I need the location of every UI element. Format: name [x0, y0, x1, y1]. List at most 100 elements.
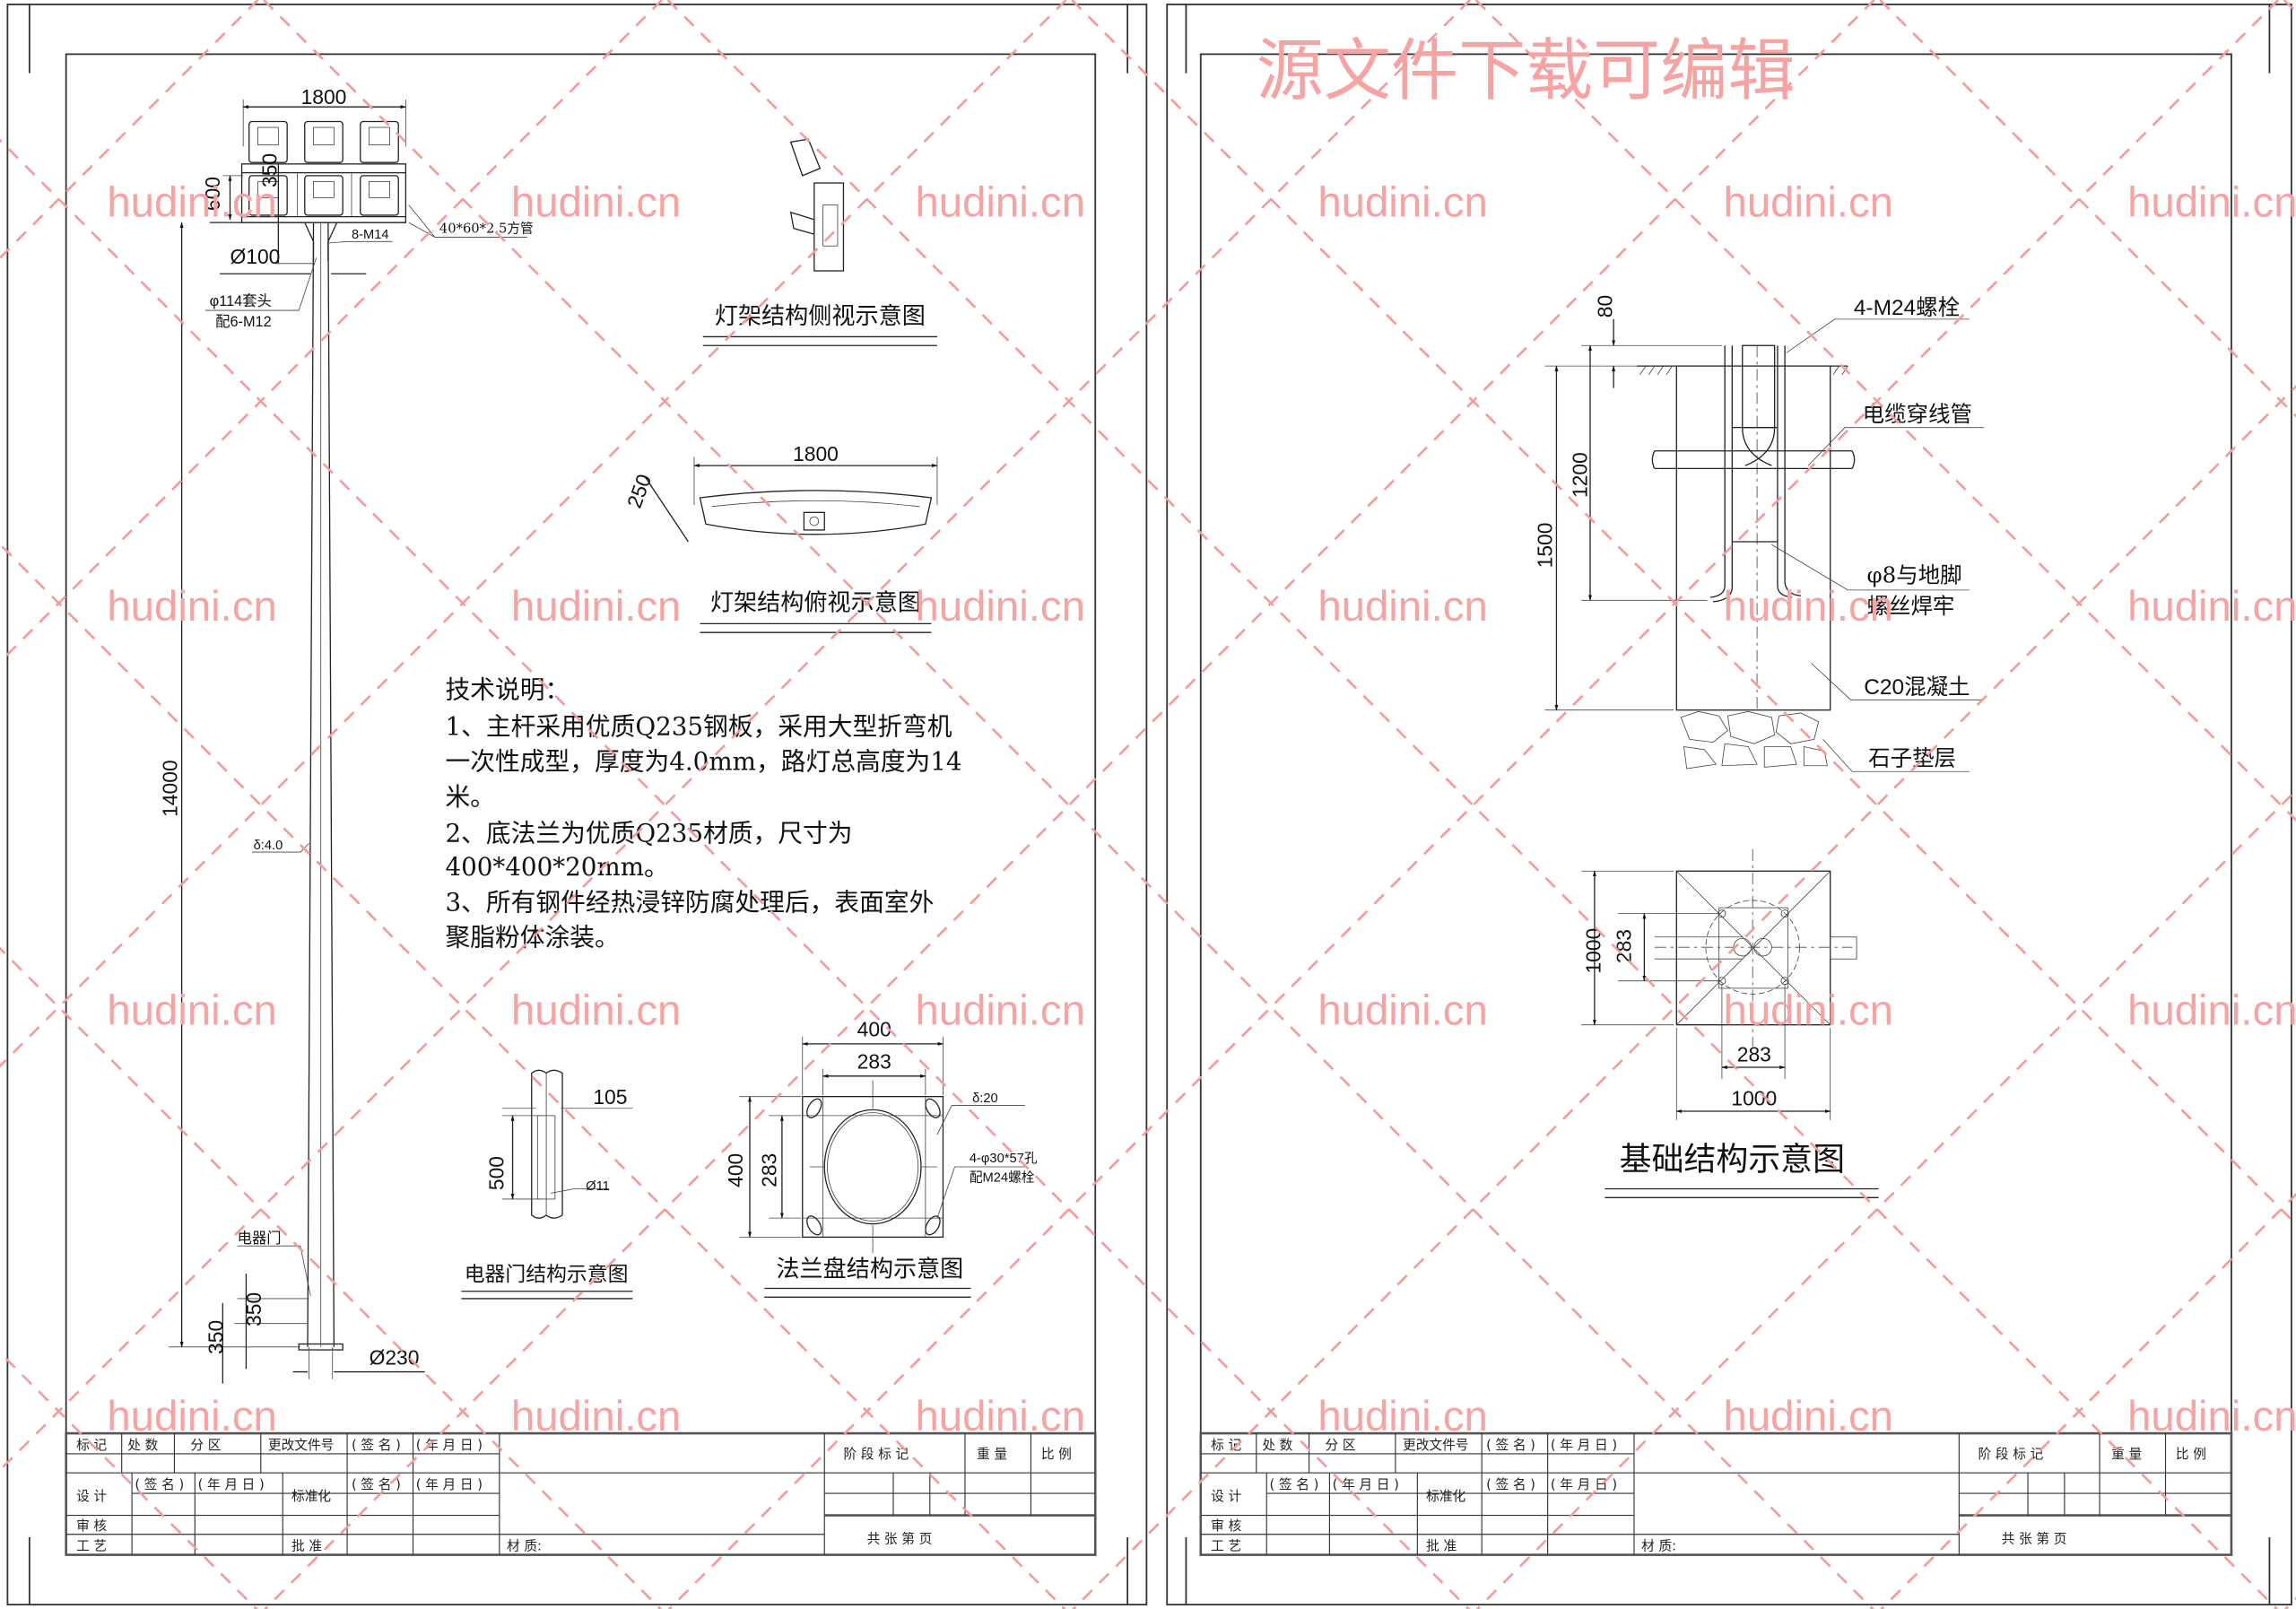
plan-dim-h-outer: 1000: [1731, 1086, 1777, 1109]
wall-thickness: δ:4.0: [254, 839, 283, 853]
tb-design-sign: ( 签 名 ): [135, 1477, 184, 1492]
door-detail-caption: 电器门结构示意图: [465, 1263, 629, 1286]
watermark-text: hudini.cn: [2127, 987, 2296, 1035]
flange-inner-dim-v: 283: [757, 1153, 780, 1187]
watermark-text: hudini.cn: [1724, 583, 1893, 631]
watermark-text: hudini.cn: [2127, 583, 2296, 631]
tb-date: ( 年 月 日 ): [416, 1438, 483, 1453]
watermark-text: hudini.cn: [107, 179, 276, 227]
watermark-dash-line: [1879, 0, 2296, 418]
bottom-diameter: Ø230: [370, 1345, 420, 1369]
tb-design: 设 计: [1211, 1489, 1241, 1504]
tech-note-line: 聚脂粉体涂装。: [445, 923, 619, 952]
tb-design-date: ( 年 月 日 ): [1333, 1477, 1399, 1492]
watermark-text: hudini.cn: [1724, 1393, 1893, 1440]
door-width-dim: 105: [593, 1085, 627, 1109]
flange-outer-dim: 400: [857, 1018, 891, 1041]
watermark-dash-line: [0, 0, 1067, 1068]
watermark-text: hudini.cn: [1318, 987, 1487, 1035]
lamp-width-dim: 1800: [301, 85, 347, 109]
tb-design-sign: ( 签 名 ): [1269, 1477, 1318, 1492]
watermark-dash-line: [263, 0, 1874, 1609]
tb-approve: 批 准: [291, 1539, 322, 1554]
tb-zone: 分 区: [190, 1438, 221, 1453]
watermark-dash-line: [2283, 0, 2296, 14]
foundation-plan: 1000 283 283 1000 基础结构示意图: [1581, 848, 1879, 1198]
watermark-text: hudini.cn: [915, 583, 1084, 631]
frame-height-dim: 600: [201, 177, 224, 211]
top-view-width-dim: 1800: [793, 442, 839, 465]
watermark-texts: hudini.cn hudini.cn hudini.cn hudini.cn hudi…: [107, 179, 2296, 1440]
tb-review: 审 核: [76, 1518, 107, 1534]
watermark-banner: 源文件下载可编辑: [1257, 30, 1796, 109]
watermark-dash-line: [263, 0, 1875, 1609]
flange-caption: 法兰盘结构示意图: [776, 1256, 963, 1283]
tb-stage-mark: 阶 段 标 记: [843, 1447, 909, 1462]
watermark-dash-line: [0, 138, 1471, 1609]
watermark-text: hudini.cn: [1318, 179, 1487, 227]
title-block-right: 标 记 处 数 分 区 更改文件号 ( 签 名 ) ( 年 月 日 ) 设 计 …: [1199, 1431, 2233, 1556]
watermark-dash-line: [0, 1351, 258, 1609]
watermark-dash-line: [1071, 384, 2296, 1609]
tb-sign: ( 签 名 ): [352, 1438, 401, 1453]
tb-design: 设 计: [76, 1489, 107, 1504]
door-hole-dim: Ø11: [586, 1179, 610, 1194]
watermark-dash-line: [1071, 0, 2296, 1226]
title-block-left: 标 记 处 数 分 区 更改文件号 ( 签 名 ) ( 年 月 日 ) 设 计 …: [65, 1431, 1097, 1556]
door-detail: 105 500 Ø11 电器门结构示意图: [461, 1069, 633, 1300]
watermark-dash-line: [0, 946, 663, 1609]
tb-scale: 比 例: [1041, 1447, 1072, 1462]
plan-caption: 基础结构示意图: [1620, 1141, 1845, 1178]
watermark-text: hudini.cn: [107, 987, 276, 1035]
watermark-dash-line: [0, 0, 259, 260]
watermark-text: hudini.cn: [915, 987, 1084, 1035]
watermark-dash-line: [666, 0, 2279, 1609]
sleeve-label: φ114套头: [210, 293, 272, 309]
tb-stage-mark: 阶 段 标 记: [1979, 1447, 2044, 1462]
weld-label-2: 螺丝焊牢: [1867, 593, 1955, 619]
tb-scale: 比 例: [2176, 1447, 2206, 1462]
side-view-caption: 灯架结构侧视示意图: [715, 303, 926, 330]
watermark-dash-line: [0, 0, 663, 664]
watermark-text: hudini.cn: [107, 1393, 276, 1440]
tb-sheets: 共 张 第 页: [2002, 1531, 2067, 1547]
tech-notes: 技术说明： 1、主杆采用优质Q235钢板，采用大型折弯机 一次性成型，厚度为4.…: [445, 675, 961, 952]
tb-material: 材 质:: [507, 1539, 542, 1554]
watermark-text: hudini.cn: [511, 583, 681, 631]
sleeve-bolts: 配6-M12: [215, 314, 272, 330]
tb-weight: 重 量: [2111, 1447, 2142, 1462]
tech-note-line: 400*400*20mm。: [445, 852, 668, 882]
floodlight-row-top: [248, 120, 399, 163]
tech-note-line: 2、底法兰为优质Q235材质，尺寸为: [445, 819, 852, 848]
weld-label-1: φ8与地脚: [1867, 562, 1962, 588]
top-view-depth-dim: 250: [622, 471, 656, 511]
watermark-text: hudini.cn: [511, 987, 681, 1035]
foundation-section: 80 1200 1500 4-M24螺栓 电缆穿线管 φ8与地脚 螺丝焊牢 C2…: [1534, 295, 1985, 772]
tb-review: 审 核: [1211, 1518, 1241, 1534]
flange-inner-dim: 283: [857, 1050, 891, 1074]
watermark-text: hudini.cn: [2127, 1393, 2296, 1440]
watermark-text: hudini.cn: [915, 1393, 1084, 1440]
plan-dim-v-inner: 283: [1613, 929, 1636, 963]
tb-date: ( 年 月 日 ): [1551, 1438, 1617, 1453]
flange-thickness: δ:20: [972, 1092, 998, 1106]
watermark-dash-line: [0, 0, 1472, 1472]
side-view: 灯架结构侧视示意图: [702, 138, 937, 346]
watermark-text: hudini.cn: [2127, 179, 2296, 227]
plan-dim-v-outer: 1000: [1581, 928, 1605, 974]
tb-change-doc: 更改文件号: [1403, 1438, 1468, 1453]
tb-sheets: 共 张 第 页: [867, 1531, 933, 1547]
tb-approve: 批 准: [1426, 1539, 1457, 1554]
tube-label: 40*60*2.5方管: [439, 222, 534, 237]
tb-std-date: ( 年 月 日 ): [416, 1477, 483, 1492]
watermark-dash-line: [2283, 1596, 2296, 1609]
watermark-dash-line: [1474, 0, 2296, 822]
watermark-text: hudini.cn: [511, 179, 681, 227]
watermark-text: hudini.cn: [1318, 1393, 1487, 1440]
tech-note-line: 米。: [445, 782, 495, 812]
watermark-text: hudini.cn: [1724, 987, 1893, 1035]
tb-change-doc: 更改文件号: [268, 1438, 334, 1453]
flange-bolts: 配M24螺栓: [970, 1170, 1035, 1185]
